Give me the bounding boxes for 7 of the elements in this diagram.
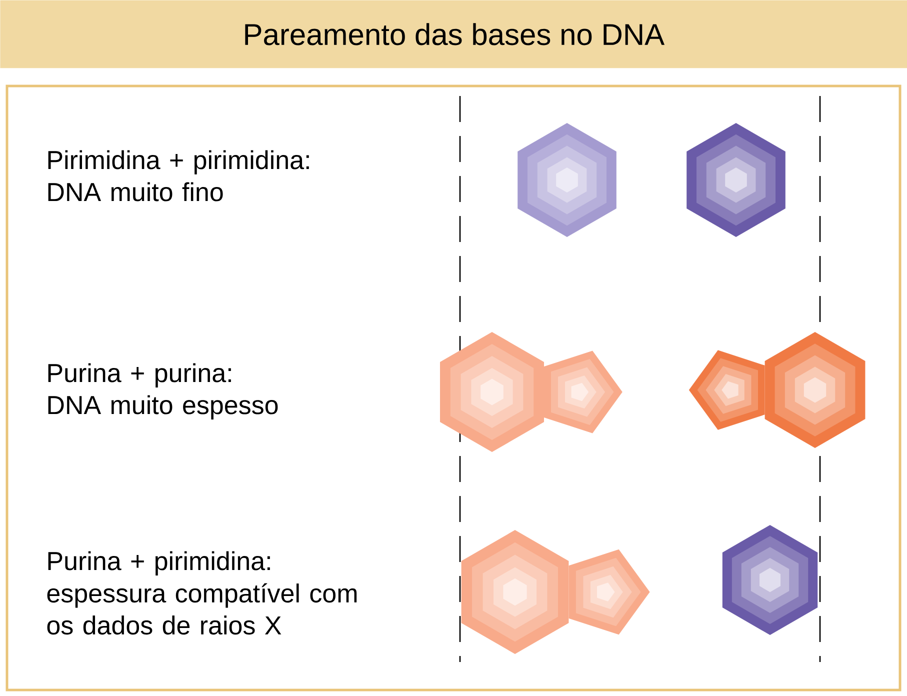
row-label: Pirimidina + pirimidina: bbox=[48, 150, 309, 174]
row-label: DNA muito fino bbox=[48, 182, 223, 202]
row-label: espessura compatível com os dados de raios X bbox=[47, 583, 357, 635]
row-label: Purina + purina: bbox=[48, 363, 231, 388]
title-band: Pareamento das bases no DNA bbox=[0, 0, 907, 68]
row-label: DNA muito espesso bbox=[48, 395, 278, 420]
row-label: Purina + pirimidina: bbox=[48, 551, 270, 576]
